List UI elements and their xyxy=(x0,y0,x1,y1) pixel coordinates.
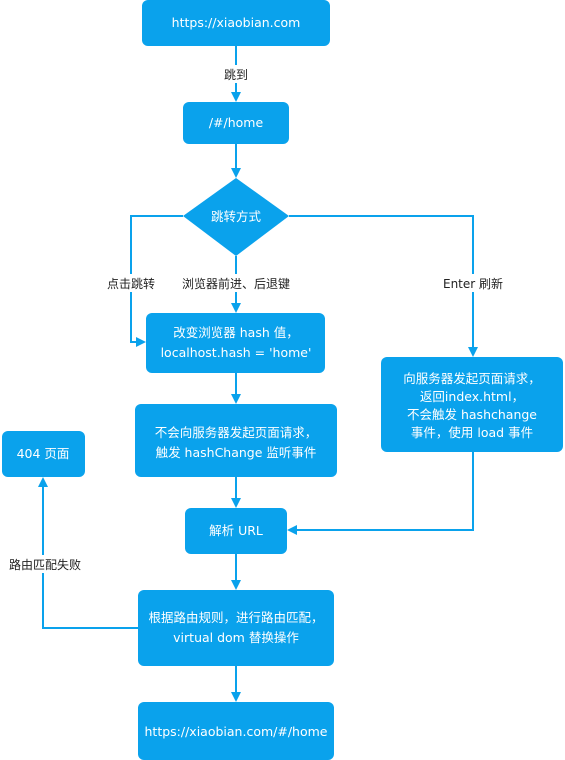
node-start-line-1: https://xiaobian.com xyxy=(172,15,301,30)
node-server-request-line-2: 返回index.html， xyxy=(420,389,524,404)
label-route-fail: 路由匹配失败 xyxy=(9,557,81,572)
node-route-match-line-2: virtual dom 替换操作 xyxy=(173,630,299,645)
node-home-hash: /#/home xyxy=(183,102,289,144)
label-click-jump: 点击跳转 xyxy=(107,276,155,291)
node-change-hash: 改变浏览器 hash 值， localhost.hash = 'home' xyxy=(146,313,325,373)
node-end: https://xiaobian.com/#/home xyxy=(138,702,334,760)
node-parse-url: 解析 URL xyxy=(185,508,287,554)
node-server-request-line-4: 事件，使用 load 事件 xyxy=(411,425,533,440)
node-no-request-line-1: 不会向服务器发起页面请求， xyxy=(155,425,318,440)
node-change-hash-line-2: localhost.hash = 'home' xyxy=(161,345,312,360)
edge-route-fail-to-404 xyxy=(38,477,138,629)
node-end-line-1: https://xiaobian.com/#/home xyxy=(145,724,328,739)
edges xyxy=(38,46,478,702)
edge-decision-enter-refresh xyxy=(289,215,478,357)
label-redirect: 跳到 xyxy=(224,68,248,82)
node-start: https://xiaobian.com xyxy=(142,0,330,46)
node-jump-method: 跳转方式 xyxy=(183,178,289,256)
node-page-404: 404 页面 xyxy=(2,431,85,477)
node-parse-url-line-1: 解析 URL xyxy=(209,523,263,538)
node-server-request: 向服务器发起页面请求， 返回index.html， 不会触发 hashchang… xyxy=(381,357,563,452)
edge-labels: 跳到 点击跳转 浏览器前进、后退键 Enter 刷新 路由匹配失败 xyxy=(8,65,505,573)
node-no-request-line-2: 触发 hashChange 监听事件 xyxy=(156,445,317,460)
node-home-hash-line-1: /#/home xyxy=(209,115,264,130)
node-server-request-line-1: 向服务器发起页面请求， xyxy=(403,371,541,386)
node-route-match: 根据路由规则，进行路由匹配， virtual dom 替换操作 xyxy=(138,590,334,666)
node-route-match-line-1: 根据路由规则，进行路由匹配， xyxy=(148,610,323,625)
node-jump-method-line-1: 跳转方式 xyxy=(211,209,262,224)
node-no-request: 不会向服务器发起页面请求， 触发 hashChange 监听事件 xyxy=(135,404,337,477)
node-server-request-line-3: 不会触发 hashchange xyxy=(407,407,537,422)
edge-server-to-parse xyxy=(287,452,474,535)
node-page-404-line-1: 404 页面 xyxy=(17,446,70,461)
node-change-hash-line-1: 改变浏览器 hash 值， xyxy=(173,325,298,340)
label-enter-refresh: Enter 刷新 xyxy=(443,276,503,291)
label-browser-nav: 浏览器前进、后退键 xyxy=(182,276,290,291)
